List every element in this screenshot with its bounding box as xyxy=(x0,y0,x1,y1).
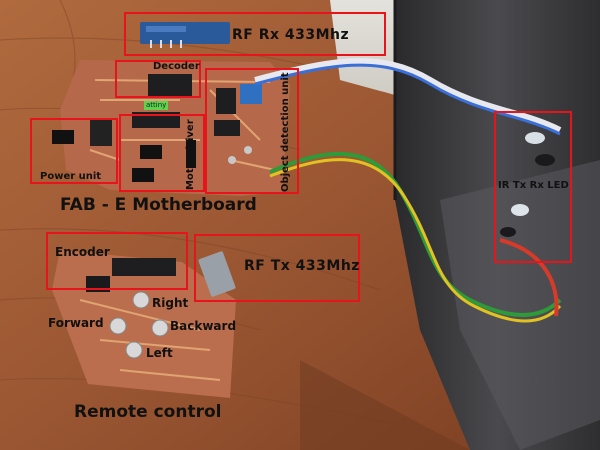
case-panel xyxy=(440,160,600,450)
object-detection-box xyxy=(205,68,299,194)
decoder-chip xyxy=(148,74,192,96)
ir-tx-led xyxy=(525,132,545,144)
rf-tx-box xyxy=(194,234,360,302)
power-header xyxy=(52,130,74,144)
encoder-label: Encoder xyxy=(55,245,110,259)
remote-title: Remote control xyxy=(74,402,222,422)
trimmer-pot xyxy=(240,84,262,104)
encoder-box xyxy=(46,232,188,290)
backward-label: Backward xyxy=(170,319,237,333)
rf-tx-module xyxy=(198,251,236,297)
wire-red xyxy=(499,238,559,317)
object-detection-label: Object detection unit xyxy=(280,72,291,192)
forward-label: Forward xyxy=(48,316,104,330)
ir-led-label: IR Tx Rx LED xyxy=(498,180,569,191)
regulator xyxy=(90,120,112,146)
motor-driver-chip xyxy=(132,112,180,128)
decoder-label: Decoder xyxy=(153,61,200,72)
encoder-chip xyxy=(112,258,176,276)
power-unit-label: Power unit xyxy=(40,171,102,182)
motherboard-title: FAB - E Motherboard xyxy=(60,195,257,215)
cable-white xyxy=(254,58,562,133)
decoder-box xyxy=(115,60,201,98)
wall-background xyxy=(330,0,395,95)
motor-driver-label: Motor driver xyxy=(185,119,196,190)
rf-rx-label: RF Rx 433Mhz xyxy=(232,27,350,43)
remote-buttons xyxy=(109,291,169,359)
right-label: Right xyxy=(152,296,189,310)
wire-blue xyxy=(254,63,561,136)
motor-driver-box xyxy=(119,114,205,192)
ir-rx-led xyxy=(535,154,555,166)
wire-yellow xyxy=(269,158,562,323)
ir-led-box xyxy=(494,111,572,263)
rf-rx-box xyxy=(124,12,386,56)
wire-green xyxy=(269,151,562,317)
detection-chip xyxy=(216,88,236,114)
rf-tx-label: RF Tx 433Mhz xyxy=(244,258,360,274)
mcu-tag: attiny xyxy=(144,101,169,110)
power-unit-box xyxy=(30,118,118,184)
left-label: Left xyxy=(146,346,173,360)
